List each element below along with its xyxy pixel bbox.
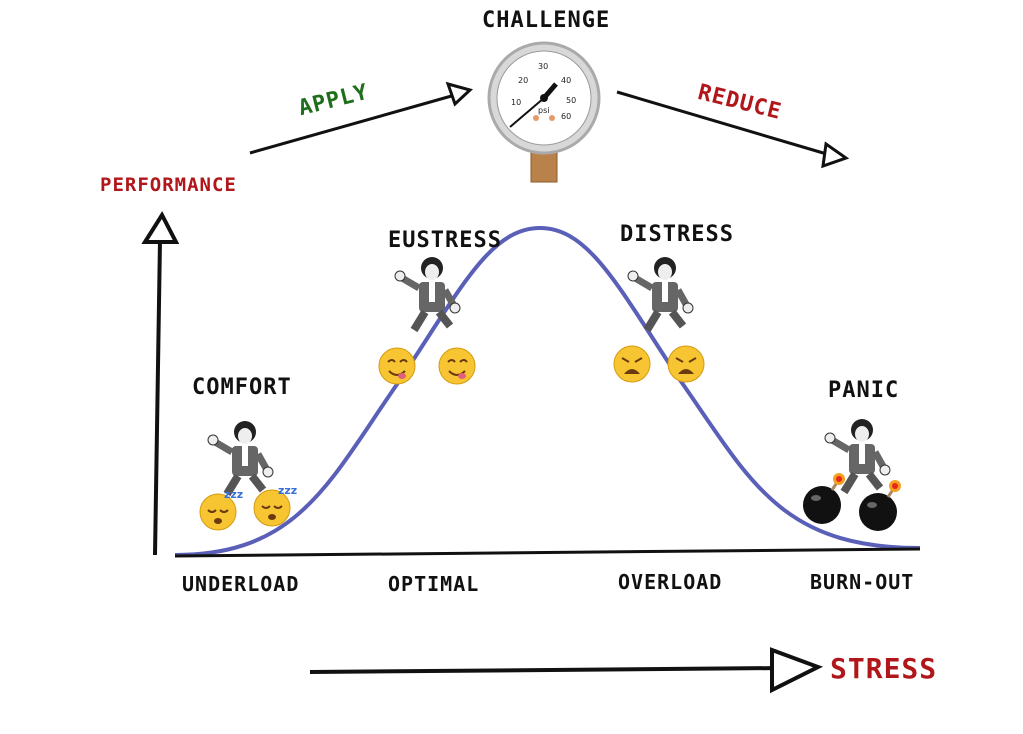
x-axis-line [174, 547, 921, 558]
burnout-label: BURN-OUT [810, 570, 915, 594]
comfort-figure [208, 421, 273, 494]
sleeping-face-icon [199, 487, 245, 531]
yum-face-icon [378, 347, 416, 385]
gauge-tick: 20 [518, 76, 529, 85]
gauge-tick: 40 [561, 76, 572, 85]
overload-label: OVERLOAD [618, 570, 723, 594]
eustress-figure [395, 257, 460, 330]
reduce-arrow [616, 90, 831, 157]
y-axis-line [153, 239, 162, 556]
gauge-tick: 30 [538, 62, 549, 71]
panic-label: PANIC [828, 378, 900, 403]
gauge-tick: 10 [511, 98, 522, 107]
comfort-label: COMFORT [192, 375, 292, 400]
y-axis-arrowhead [141, 210, 180, 244]
gauge-unit: psi [538, 106, 550, 115]
performance-curve [174, 225, 921, 557]
stress-arrow-line [309, 666, 786, 674]
apply-arrowhead [445, 81, 473, 107]
optimal-label: OPTIMAL [388, 572, 480, 596]
y-axis-label: PERFORMANCE [100, 174, 237, 196]
underload-label: UNDERLOAD [182, 572, 300, 596]
yum-face-icon [438, 347, 476, 385]
reduce-arrowhead [821, 141, 850, 169]
x-axis-label: STRESS [830, 652, 938, 685]
bomb-icon [801, 471, 847, 526]
pressure-gauge-icon [487, 41, 601, 183]
weary-face-icon [613, 345, 651, 383]
distress-figure [628, 257, 693, 330]
apply-arrow [249, 93, 456, 155]
weary-face-icon [667, 345, 705, 383]
eustress-label: EUSTRESS [388, 228, 502, 253]
gauge-tick: 60 [561, 112, 572, 121]
challenge-title: CHALLENGE [482, 8, 611, 33]
distress-label: DISTRESS [620, 222, 734, 247]
gauge-tick: 50 [566, 96, 577, 105]
stress-arrowhead [770, 647, 824, 694]
